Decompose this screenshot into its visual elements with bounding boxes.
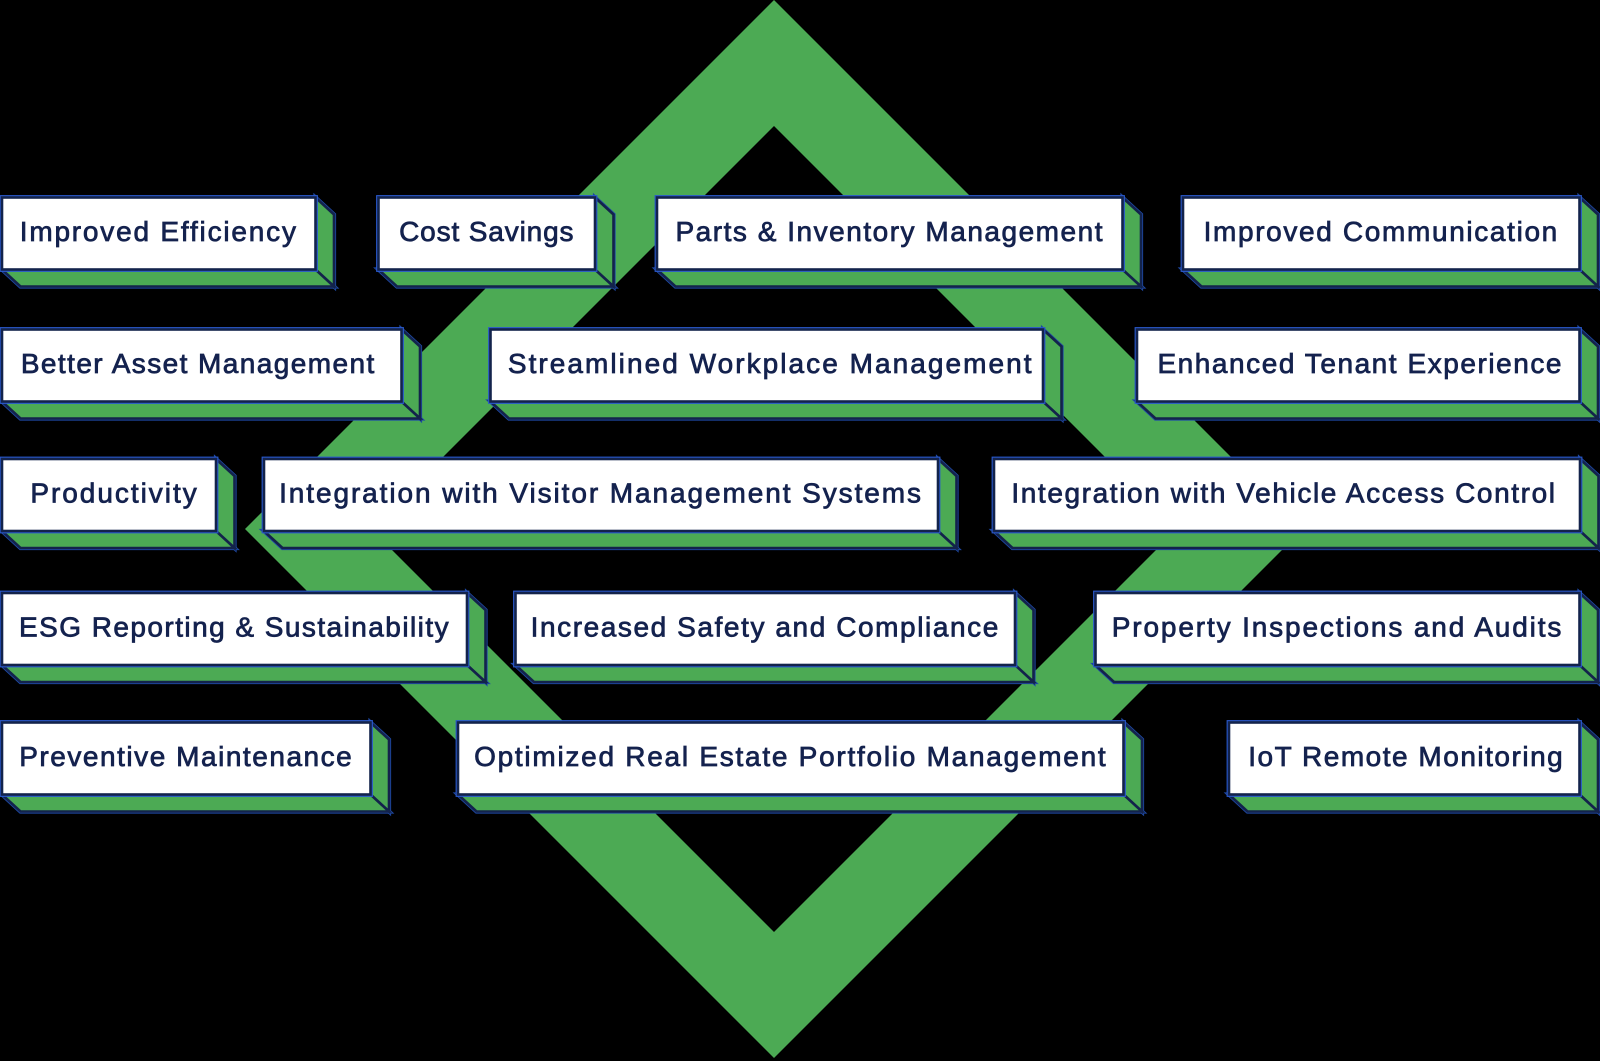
svg-text:Integration with Vehicle Acces: Integration with Vehicle Access Control bbox=[1011, 478, 1556, 509]
svg-text:Integration with Visitor Manag: Integration with Visitor Management Syst… bbox=[279, 478, 923, 509]
svg-text:Improved Efficiency: Improved Efficiency bbox=[20, 216, 298, 247]
svg-text:Property Inspections and Audit: Property Inspections and Audits bbox=[1112, 612, 1563, 643]
svg-text:ESG Reporting & Sustainability: ESG Reporting & Sustainability bbox=[19, 612, 450, 643]
svg-text:Optimized Real Estate Portfoli: Optimized Real Estate Portfolio Manageme… bbox=[474, 741, 1107, 772]
svg-text:Increased Safety and Complianc: Increased Safety and Compliance bbox=[531, 612, 1000, 643]
svg-text:Preventive Maintenance: Preventive Maintenance bbox=[19, 741, 353, 772]
svg-text:Better Asset Management: Better Asset Management bbox=[21, 348, 376, 379]
svg-text:Parts & Inventory Management: Parts & Inventory Management bbox=[675, 216, 1104, 247]
svg-text:Streamlined Workplace Manageme: Streamlined Workplace Management bbox=[508, 348, 1034, 379]
svg-text:Productivity: Productivity bbox=[30, 478, 198, 509]
svg-text:IoT Remote Monitoring: IoT Remote Monitoring bbox=[1248, 741, 1564, 772]
svg-text:Enhanced Tenant Experience: Enhanced Tenant Experience bbox=[1157, 348, 1563, 379]
svg-text:Improved Communication: Improved Communication bbox=[1204, 216, 1559, 247]
svg-text:Cost Savings: Cost Savings bbox=[399, 216, 574, 247]
